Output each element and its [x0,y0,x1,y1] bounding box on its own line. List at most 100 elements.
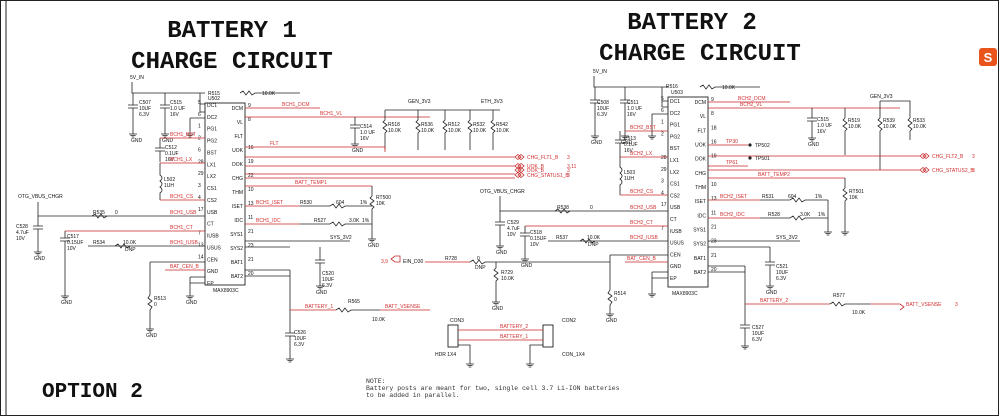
c1-output-page-1: 3,11 [567,164,577,170]
u502-pin-bat2: BAT2 [231,274,243,280]
c2-r539-val: 10.0K [883,124,897,130]
c2-c508-v: 6.3V [597,112,608,118]
c2-idc-net: BCH2_IDC [720,212,745,218]
c1-r535-ref: R535 [93,210,105,216]
c1-output-2[interactable]: DOK_B [527,168,545,174]
c1-r565-val: 10.0K [372,317,386,323]
c2-output-1[interactable]: CHG_STATUS2_B [932,168,974,174]
c2-r538-val: 0 [590,205,593,211]
u502-pin-cs2: CS2 [207,198,217,204]
u502-pin-ct: CT [207,222,214,228]
c2-tp501: TP501 [755,156,770,162]
c2-r528-tol: 1% [818,212,826,218]
u503-pinnum-4: 19 [711,154,717,160]
c2-gen-label: GEN_3V3 [870,94,893,100]
c1-c520-val: 10UF [322,277,334,283]
c2-output-0[interactable]: CHG_FLT2_B [932,154,964,160]
c1-usb-net: BCH1_USB [170,210,197,216]
u503-pin-gnd: GND [670,264,682,270]
con3-header[interactable] [447,324,459,348]
c2-sys-net: SYS_3V2 [776,235,798,241]
c2-c516-v: 16V [817,129,827,135]
u502-pinnum-8: 4 [198,195,201,201]
u502-pinnum-7: 3 [198,183,201,189]
c1-r536-body [415,110,421,150]
u503-pinnum-8: 11 [711,210,716,216]
u503-pin-iset: ISET [695,199,706,205]
u502-pinnum-2: 1 [198,124,201,130]
c1-gnd-3: GND [34,256,46,262]
c1-therm-net: BATT_TEMP1 [295,180,327,186]
c2-r577-val: 10.0K [852,310,866,316]
c1-r512-val: 10.0K [448,128,462,134]
c1-r542-ref: R542 [496,122,508,128]
c1-eth-label: ETH_3V3 [481,99,503,105]
u503-pin-usb: USB [670,205,681,211]
c1-c515-val: 1.0 UF [170,106,185,112]
u503-pin-bat2: BAT2 [694,270,706,276]
c2-therm-net: BATT_TEMP2 [758,172,790,178]
u502-pinnum-5: 22 [248,173,254,179]
u503-pin-idc: IDC [697,213,706,219]
c1-idc-net: BCH1_IDC [256,218,281,224]
c1-c512-v: 16V [165,157,175,163]
c2-gnd-7: GND [808,142,820,148]
c2-r514-ref: R514 [614,291,626,297]
c1-otg-label: OTG_VBUS_CHGR [18,194,63,200]
u502-pinnum-8: 11 [248,215,253,221]
c1-rt500-val: 10K [376,201,386,207]
con2-header[interactable] [542,324,554,348]
u502-pin-iusb: IUSB [207,234,219,240]
u503-pin-lx2: LX2 [670,170,679,176]
c2-tp502: TP502 [755,143,770,149]
u502-pinnum-12: 20 [248,271,254,277]
u502-pinnum-9: 21 [248,229,254,235]
c1-output-0[interactable]: CHG_FLT1_B [527,155,559,161]
c1-r518-val: 10.0K [388,128,402,134]
u502-pin-cs1: CS1 [207,186,217,192]
con3-ref: CON3 [450,318,464,324]
c1-output-3[interactable]: CHG_STATUS1_B [527,173,569,179]
c1-r512-ref: R512 [448,122,460,128]
u502-pinnum-3: 2 [198,136,201,142]
c2-r519-ref: R519 [848,118,860,124]
c1-c507-ref: C507 [139,100,151,106]
side-s-icon[interactable]: S [979,48,997,66]
u502-pinnum-0: 5 [198,100,201,106]
u503-pinnum-3: 2 [661,131,664,137]
c1-c512-val: 0.1UF [165,151,179,157]
u502-pinnum-4: 6 [198,147,201,153]
u503-pin-uok: UOK [695,143,707,149]
battery1-title-line1: BATTERY 1 [167,18,297,45]
c1-c526-v: 6.3V [294,342,305,348]
con2-ref: CON2 [562,318,576,324]
c2-otg-label: OTG_VBUS_CHGR [480,189,525,195]
u503-chip[interactable] [667,96,709,288]
c2-output-vsense[interactable]: BATT_VSENSE [906,302,942,308]
c1-c507-val: 10UF [139,106,151,112]
u502-chip[interactable] [204,102,246,286]
u502-pin-lx2: LX2 [207,174,216,180]
u503-pinnum-12: 20 [711,267,717,273]
u502-pin-vl: VL [237,120,243,126]
con-net-battery1: BATTERY_1 [500,334,528,340]
u502-pinnum-1: 6 [198,112,201,118]
c1-vsense-net: BATT_VSENSE [385,304,421,310]
c1-gnd-8: GND [368,243,380,249]
u503-pinnum-6: 29 [661,167,667,173]
c2-c518-v: 10V [530,242,540,248]
note-title: NOTE: [366,378,386,385]
u502-pin-idc: IDC [234,218,243,224]
c2-ein-net: EIN_D30 [403,259,424,265]
u503-pinnum-3: 16 [711,140,717,146]
c1-sys-net: SYS_3V2 [330,235,352,241]
c1-output-1[interactable]: UOK_B [527,164,545,170]
c1-r534-val: 10.0K [123,240,137,246]
u502-pin-usb: USB [207,210,218,216]
svg-text:S: S [984,50,993,65]
c2-output-page-1: 3 [972,168,975,174]
c1-bst-net: BCH1_BST [170,132,196,138]
u502-pin-cen: CEN [207,257,218,263]
